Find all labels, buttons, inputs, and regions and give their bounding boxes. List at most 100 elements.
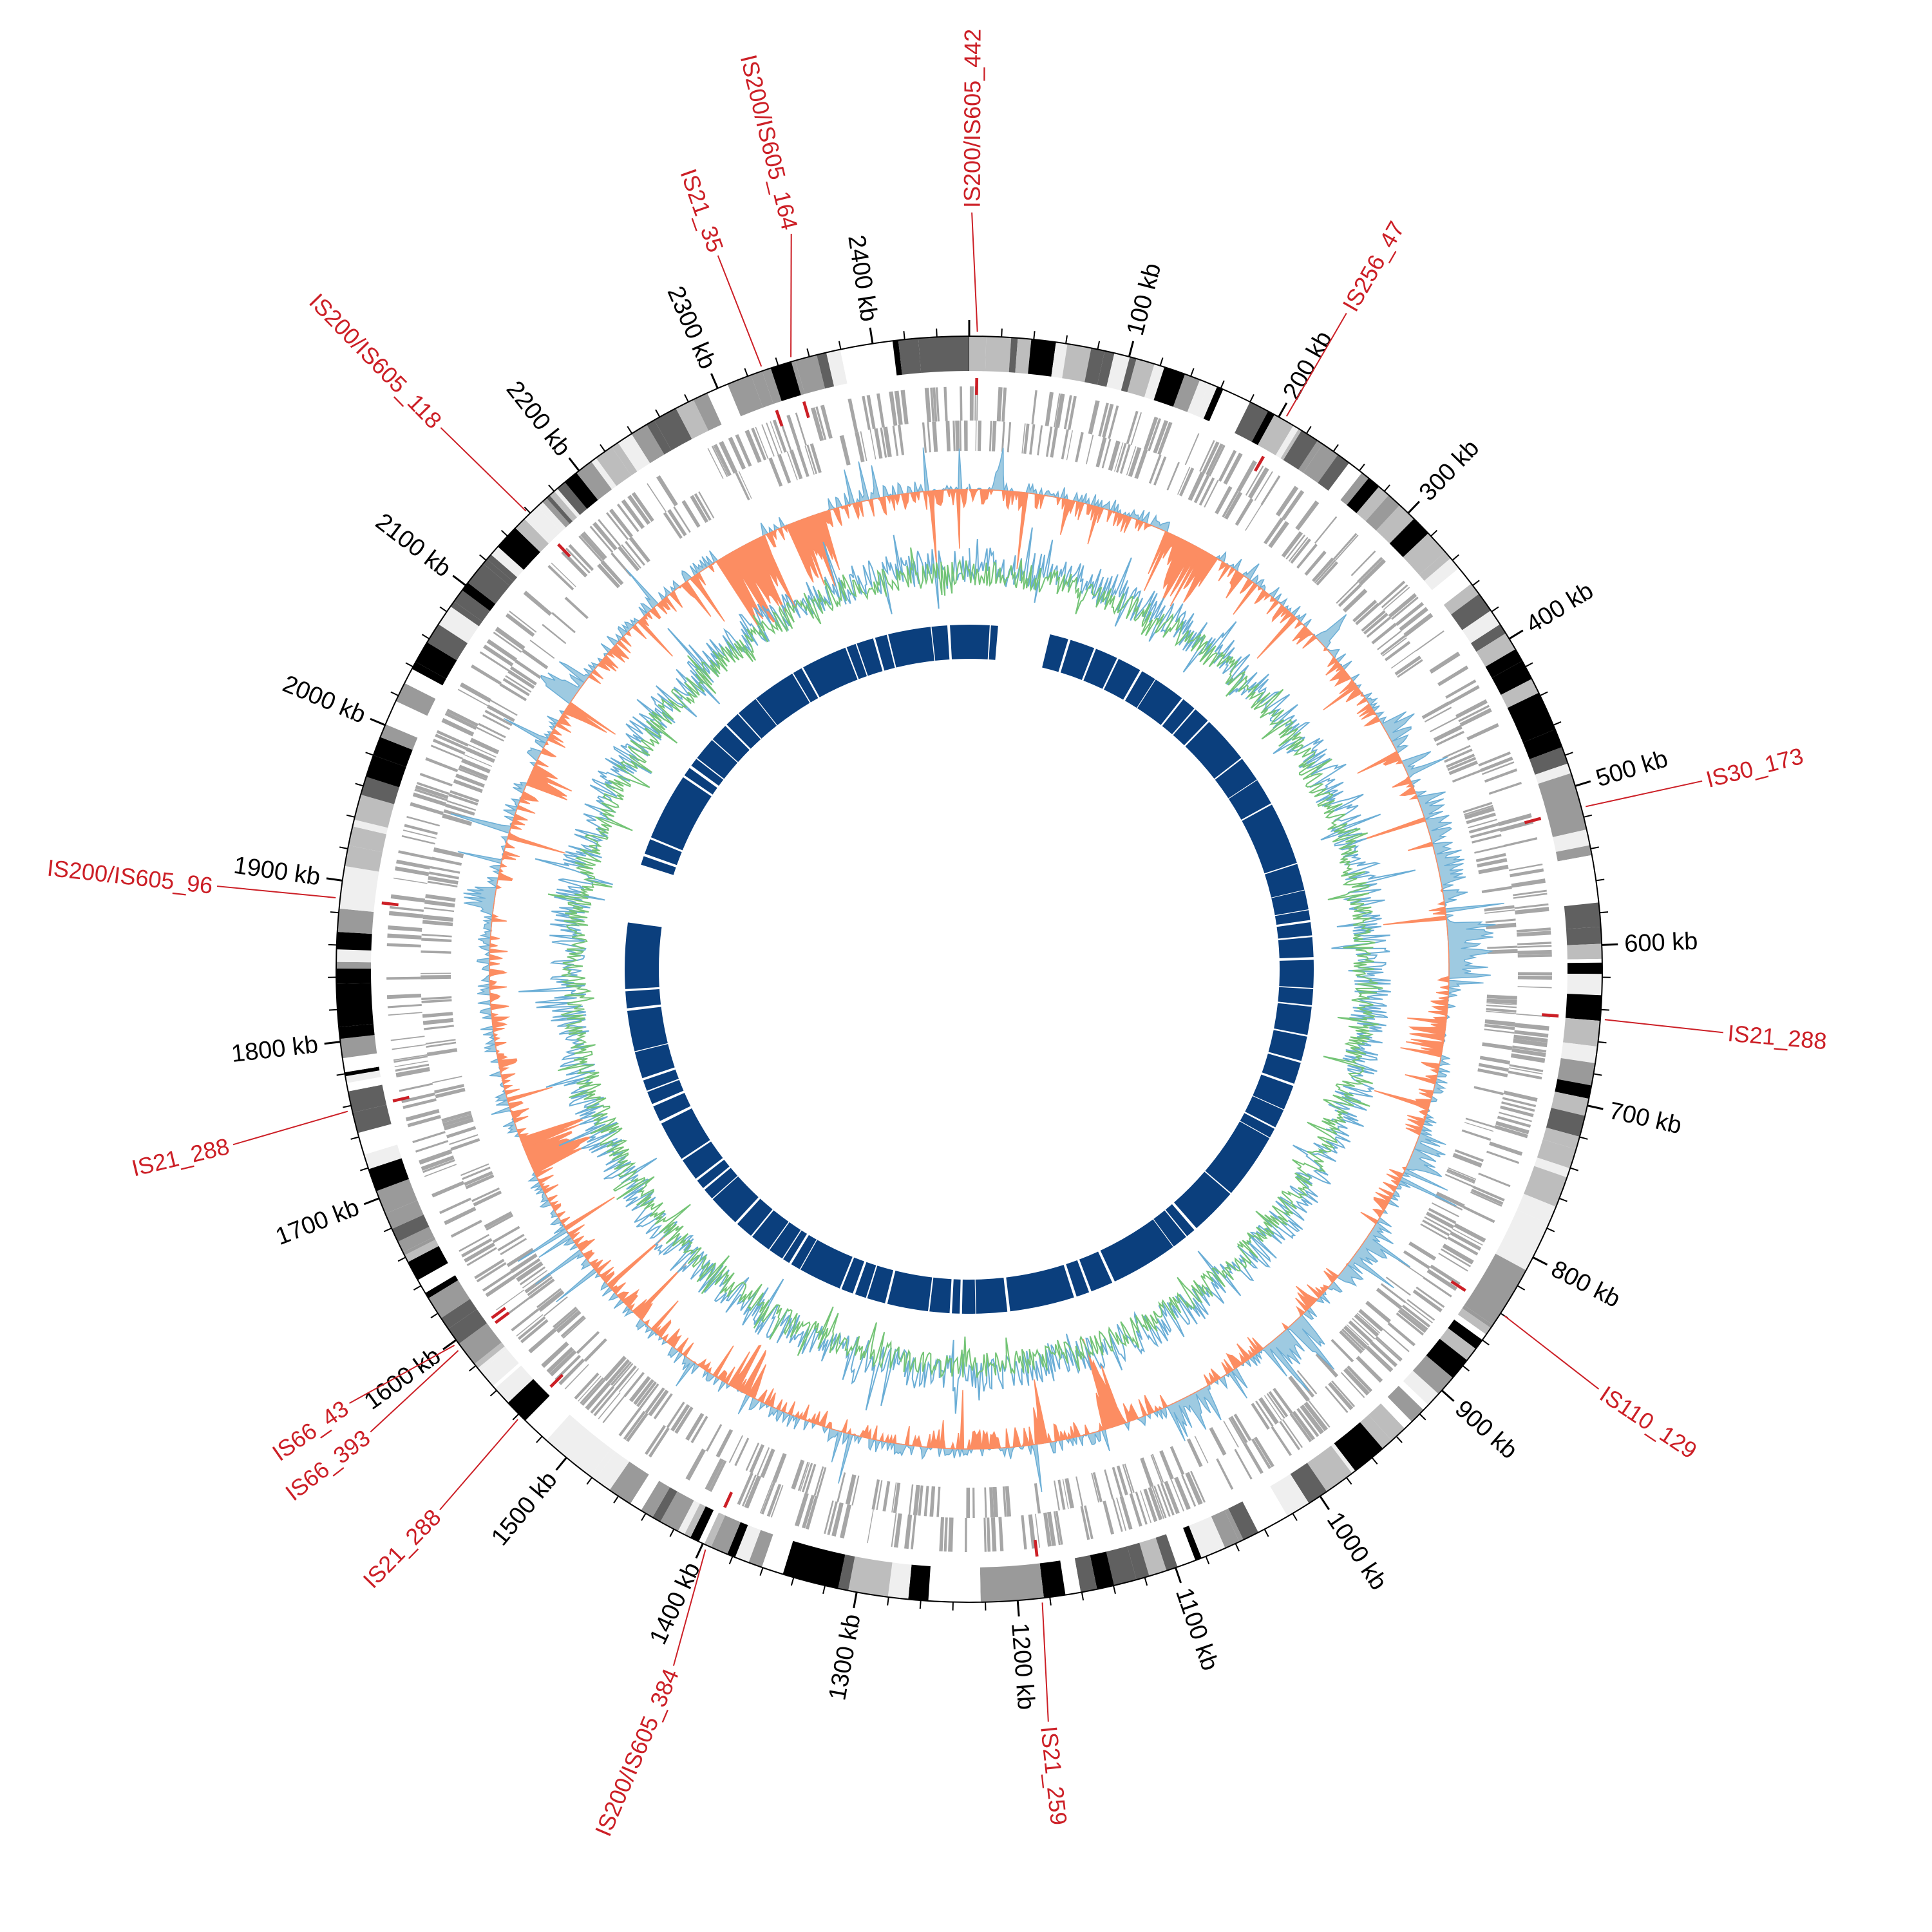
ideogram-band: [1535, 763, 1571, 784]
gene-plus-strand: [389, 905, 424, 912]
gene-plus-strand: [1405, 1302, 1433, 1323]
gene-plus-strand: [656, 475, 678, 507]
gene-plus-strand: [547, 565, 574, 591]
gene-minus-strand: [670, 1404, 690, 1432]
ideogram-band: [857, 341, 897, 381]
gene-plus-strand: [770, 1485, 784, 1518]
gene-plus-strand: [1470, 1191, 1502, 1207]
gene-plus-strand: [1281, 489, 1305, 520]
major-tick: [363, 1197, 380, 1206]
minor-tick: [1596, 878, 1605, 882]
gene-plus-strand: [1055, 393, 1065, 428]
gene-plus-strand: [486, 639, 517, 662]
is-marker: [802, 401, 810, 419]
gene-plus-strand: [464, 1242, 495, 1263]
minor-tick: [355, 782, 364, 787]
gene-minus-strand: [611, 552, 632, 577]
gene-minus-strand: [728, 1435, 743, 1463]
syntenic-block: [1162, 699, 1195, 735]
syntenic-block: [624, 922, 662, 989]
gene-minus-strand: [1001, 421, 1005, 452]
ideogram-band: [417, 1263, 455, 1293]
minor-tick: [1159, 357, 1164, 366]
gene-minus-strand: [1128, 447, 1142, 477]
gene-minus-strand: [1235, 498, 1254, 526]
gene-minus-strand: [1354, 1314, 1379, 1337]
gene-plus-strand: [404, 824, 438, 835]
gene-minus-strand: [1472, 833, 1502, 844]
gene-minus-strand: [837, 1472, 846, 1502]
major-tick: [853, 1592, 858, 1609]
gene-minus-strand: [1057, 1479, 1066, 1510]
minor-tick: [775, 357, 779, 366]
gene-minus-strand: [1422, 1219, 1450, 1236]
ideogram-band: [631, 424, 665, 464]
gene-plus-strand: [1356, 1356, 1383, 1383]
gene-plus-strand: [935, 387, 940, 422]
gene-plus-strand: [1416, 630, 1444, 652]
gene-minus-strand: [432, 1075, 462, 1084]
gene-plus-strand: [1148, 1486, 1163, 1520]
gene-plus-strand: [1102, 403, 1114, 438]
is-leader-line: [349, 1345, 455, 1404]
gene-minus-strand: [1446, 1171, 1475, 1184]
gene-plus-strand: [430, 744, 463, 760]
ideogram-band: [339, 866, 379, 912]
gene-minus-strand: [1119, 444, 1131, 474]
minor-tick: [339, 846, 348, 849]
ideogram-band: [425, 1275, 459, 1298]
minor-tick: [887, 1596, 889, 1606]
gene-plus-strand: [598, 518, 621, 547]
gene-minus-strand: [426, 1048, 458, 1057]
minor-tick: [1539, 691, 1548, 697]
gene-minus-strand: [876, 1480, 883, 1511]
gene-minus-strand: [446, 800, 477, 811]
gene-plus-strand: [1510, 868, 1544, 878]
tick-label: 1100 kb: [1170, 1585, 1224, 1674]
ideogram-band: [576, 461, 612, 500]
ideogram-band: [1290, 1463, 1327, 1504]
ideogram-band: [1448, 1320, 1482, 1349]
gene-plus-strand: [815, 406, 827, 440]
minor-tick: [1049, 1596, 1052, 1606]
ideogram-band: [1228, 1501, 1258, 1540]
gene-minus-strand: [851, 1475, 860, 1506]
gene-minus-strand: [522, 649, 549, 670]
gene-minus-strand: [1050, 427, 1058, 458]
ideogram-band: [1217, 393, 1251, 433]
gene-minus-strand: [1486, 1010, 1517, 1014]
gene-minus-strand: [706, 1424, 723, 1452]
ideogram-band: [412, 661, 446, 686]
is-leader-line: [439, 1419, 518, 1511]
ideogram-band: [1318, 455, 1350, 491]
gene-minus-strand: [471, 1187, 500, 1202]
minor-tick: [1113, 1585, 1116, 1595]
minor-tick: [1482, 1339, 1490, 1346]
major-tick: [1278, 402, 1288, 418]
gene-minus-strand: [991, 421, 997, 451]
gene-plus-strand: [1341, 1372, 1365, 1398]
gene-minus-strand: [625, 540, 645, 566]
syntenic-block: [1271, 890, 1309, 916]
gene-plus-strand: [974, 386, 976, 421]
gene-plus-strand: [744, 1475, 762, 1509]
gene-plus-strand: [1438, 1253, 1468, 1272]
tick-label: 1900 kb: [232, 852, 322, 891]
gene-minus-strand: [891, 1482, 897, 1513]
gene-minus-strand: [936, 1486, 941, 1517]
gene-minus-strand: [1432, 1202, 1459, 1218]
gene-minus-strand: [617, 545, 640, 572]
minor-tick: [536, 1435, 543, 1443]
ideogram-band: [1173, 374, 1200, 412]
gene-plus-strand: [924, 388, 931, 422]
gene-minus-strand: [1380, 634, 1406, 656]
gene-minus-strand: [893, 1482, 901, 1513]
syntenic-block: [1060, 639, 1095, 680]
gene-plus-strand: [419, 772, 453, 787]
gene-minus-strand: [1104, 1469, 1114, 1499]
gene-minus-strand: [1296, 544, 1318, 569]
major-tick: [1575, 780, 1591, 787]
minor-tick: [1430, 529, 1438, 537]
gene-plus-strand: [1397, 1309, 1427, 1333]
minor-tick: [1332, 444, 1339, 452]
